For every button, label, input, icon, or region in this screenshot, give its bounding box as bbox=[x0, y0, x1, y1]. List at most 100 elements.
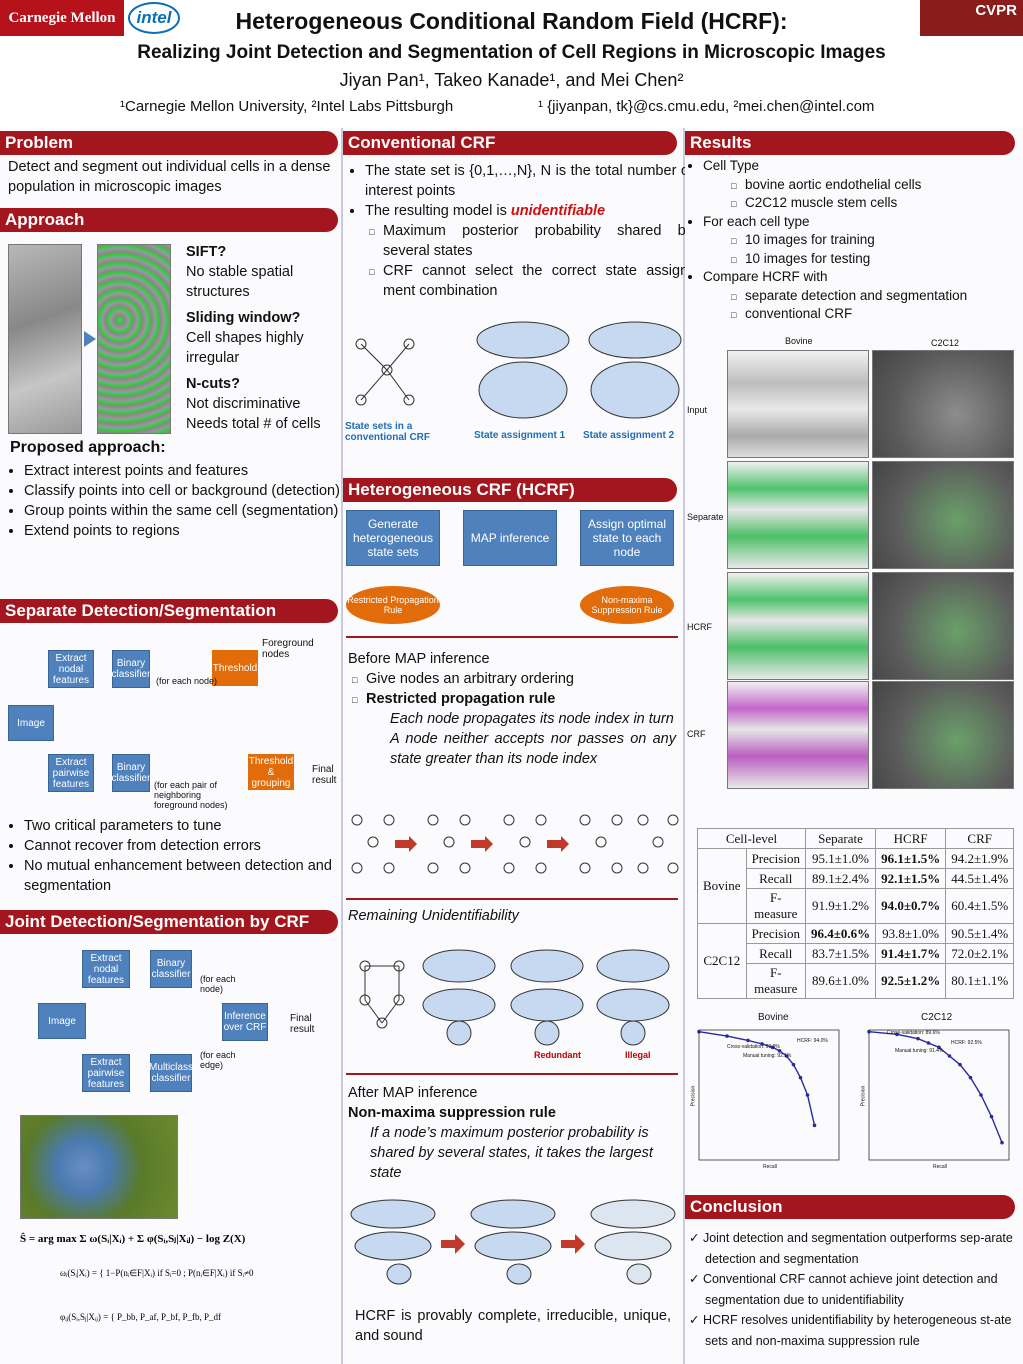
list-item: Restricted propagation rule bbox=[366, 689, 676, 709]
assignment1-label: State assignment 1 bbox=[474, 430, 566, 441]
ncuts-answer: Not discriminative bbox=[186, 396, 301, 412]
results-table: Cell-level Separate HCRF CRF Bovine Prec… bbox=[697, 828, 1015, 999]
emails: ¹ {jiyanpan, tk}@cs.cmu.edu, ²mei.chen@i… bbox=[538, 98, 875, 115]
approach-heading: Approach bbox=[0, 208, 338, 232]
nodal-box: Extract nodal features bbox=[82, 950, 130, 988]
c2c12-separate-image bbox=[872, 461, 1014, 569]
map-box: MAP inference bbox=[463, 510, 557, 566]
nms-diagram bbox=[350, 1199, 676, 1285]
divider bbox=[346, 898, 678, 900]
list-item: 10 images for training bbox=[745, 231, 1023, 250]
list-item: Extend points to regions bbox=[24, 521, 344, 541]
bovine-cv-note: Cross-validation: 93.9% bbox=[727, 1044, 780, 1050]
value-cell: 92.1±1.5% bbox=[875, 868, 947, 889]
multiclass-box: Multiclass classifier bbox=[149, 1054, 193, 1092]
intel-logo: intel bbox=[128, 2, 180, 34]
value-cell: 83.7±1.5% bbox=[804, 943, 877, 964]
list-item: Maximum posterior probability shared by … bbox=[383, 221, 693, 261]
table-row: Recall 89.1±2.4% 92.1±1.5% 44.5±1.4% bbox=[698, 868, 1015, 889]
binary-box: Binary classifier bbox=[150, 950, 192, 988]
assignment2-label: State assignment 2 bbox=[583, 430, 675, 441]
list-item: C2C12 muscle stem cells bbox=[745, 194, 1023, 213]
metric-cell: Precision bbox=[745, 848, 806, 869]
c2c12-ylabel: Precision bbox=[860, 1085, 867, 1107]
pr-curve-point bbox=[926, 1041, 931, 1045]
separate-heading: Separate Detection/Segmentation bbox=[0, 599, 338, 623]
pr-curve-point bbox=[798, 1075, 803, 1080]
pairwise-box: Extract pairwise features bbox=[48, 754, 94, 792]
pairwise-box: Extract pairwise features bbox=[82, 1054, 130, 1092]
group-label: Bovine bbox=[697, 848, 747, 924]
metric-cell: F-measure bbox=[745, 888, 806, 924]
list-item: The state set is {0,1,…,N}, N is the tot… bbox=[365, 161, 693, 201]
table-header: HCRF bbox=[875, 828, 947, 849]
binary-box-2: Binary classifier bbox=[112, 754, 150, 792]
table-header: Cell-level bbox=[697, 828, 806, 849]
left-column: Problem Detect and segment out individua… bbox=[0, 128, 343, 1364]
middle-column: Conventional CRF The state set is {0,1,…… bbox=[343, 128, 693, 1364]
plot-frame bbox=[868, 1029, 1010, 1161]
row-label-separate: Separate bbox=[687, 512, 724, 522]
nms-title: Non-maxima suppression rule bbox=[348, 1105, 556, 1121]
final-result-label: Final result bbox=[290, 1013, 315, 1035]
pr-curve-bovine bbox=[697, 1029, 840, 1161]
poster-subtitle: Realizing Joint Detection and Segmentati… bbox=[137, 42, 886, 63]
list-item: ✓ Joint detection and segmentation outpe… bbox=[689, 1231, 1013, 1266]
col-label-c2c12: C2C12 bbox=[931, 338, 960, 348]
joint-heading: Joint Detection/Segmentation by CRF bbox=[0, 910, 338, 934]
threshold-box: Threshold bbox=[212, 650, 258, 686]
ncuts-answer-2: Needs total # of cells bbox=[186, 416, 321, 432]
pr-curve-point bbox=[791, 1062, 796, 1067]
bovine-ylabel: Precision bbox=[690, 1085, 697, 1107]
arrow-icon bbox=[84, 331, 96, 347]
propagation-diagram bbox=[351, 814, 679, 874]
pr-curve-point bbox=[979, 1093, 983, 1097]
list-item: conventional CRF bbox=[745, 305, 1023, 324]
value-cell: 94.2±1.9% bbox=[945, 848, 1015, 869]
value-cell: 95.1±1.0% bbox=[804, 848, 877, 869]
pr-curve-point bbox=[937, 1045, 941, 1050]
list-item: Extract interest points and features bbox=[24, 461, 344, 481]
pr-curve-point bbox=[777, 1049, 782, 1053]
table-row: F-measure 89.6±1.0% 92.5±1.2% 80.1±1.1% bbox=[698, 963, 1015, 999]
bovine-crf-image bbox=[727, 681, 869, 789]
table-row: F-measure 91.9±1.2% 94.0±0.7% 60.4±1.5% bbox=[698, 888, 1015, 924]
list-item: The resulting model is unidentifiable Ma… bbox=[365, 201, 693, 301]
before-map-block: Before MAP inference Give nodes an arbit… bbox=[348, 649, 676, 769]
pr-curve-point bbox=[968, 1075, 973, 1080]
bovine-mt-note: Manual tuning: 92.1% bbox=[743, 1053, 792, 1059]
right-column: Results Cell Type bovine aortic endothel… bbox=[685, 128, 1023, 1364]
illegal-label: Illegal bbox=[625, 1050, 651, 1060]
check-icon: ✓ bbox=[689, 1272, 703, 1286]
cvpr-logo: CVPR bbox=[920, 0, 1023, 36]
pr-curve-point bbox=[805, 1093, 810, 1097]
for-each-node-label: (for each node) bbox=[200, 974, 236, 994]
equation-map: Ŝ = arg max Σ ω(Sᵢ|Xᵢ) + Σ φ(Sᵢ,Sⱼ|Xᵢⱼ) … bbox=[20, 1232, 246, 1245]
problem-heading: Problem bbox=[0, 131, 338, 155]
table-row: C2C12 Precision 96.4±0.6% 93.8±1.0% 90.5… bbox=[697, 923, 1015, 999]
plot-frame bbox=[698, 1029, 840, 1161]
value-cell: 44.5±1.4% bbox=[945, 868, 1015, 889]
sliding-answer: Cell shapes highly irregular bbox=[186, 330, 304, 366]
problem-text: Detect and segment out individual cells … bbox=[8, 159, 331, 195]
pr-curve-point bbox=[867, 1029, 871, 1034]
nms-box: Non-maxima Suppression Rule bbox=[580, 586, 674, 624]
metric-cell: Recall bbox=[745, 943, 806, 964]
authors: Jiyan Pan¹, Takeo Kanade¹, and Mei Chen² bbox=[339, 70, 684, 90]
list-item: Cannot recover from detection errors bbox=[24, 836, 349, 856]
list-item: Cell Type bovine aortic endothelial cell… bbox=[703, 157, 1023, 213]
results-list: Cell Type bovine aortic endothelial cell… bbox=[687, 157, 1023, 324]
list-item: ✓ HCRF resolves unidentifiability by het… bbox=[689, 1313, 1012, 1348]
image-box: Image bbox=[38, 1003, 86, 1039]
before-map-title: Before MAP inference bbox=[348, 651, 490, 667]
pr-curve-point bbox=[916, 1036, 920, 1041]
value-cell: 90.5±1.4% bbox=[945, 923, 1015, 944]
conclusion-heading: Conclusion bbox=[685, 1195, 1015, 1219]
list-item: Group points within the same cell (segme… bbox=[24, 501, 344, 521]
pr-curve-point bbox=[989, 1114, 994, 1119]
list-item: For each cell type 10 images for trainin… bbox=[703, 213, 1023, 269]
value-cell: 91.9±1.2% bbox=[804, 888, 877, 924]
poster-title: Heterogeneous Conditional Random Field (… bbox=[235, 8, 788, 34]
pr-curve-point bbox=[895, 1032, 899, 1037]
value-cell: 60.4±1.5% bbox=[945, 888, 1015, 924]
